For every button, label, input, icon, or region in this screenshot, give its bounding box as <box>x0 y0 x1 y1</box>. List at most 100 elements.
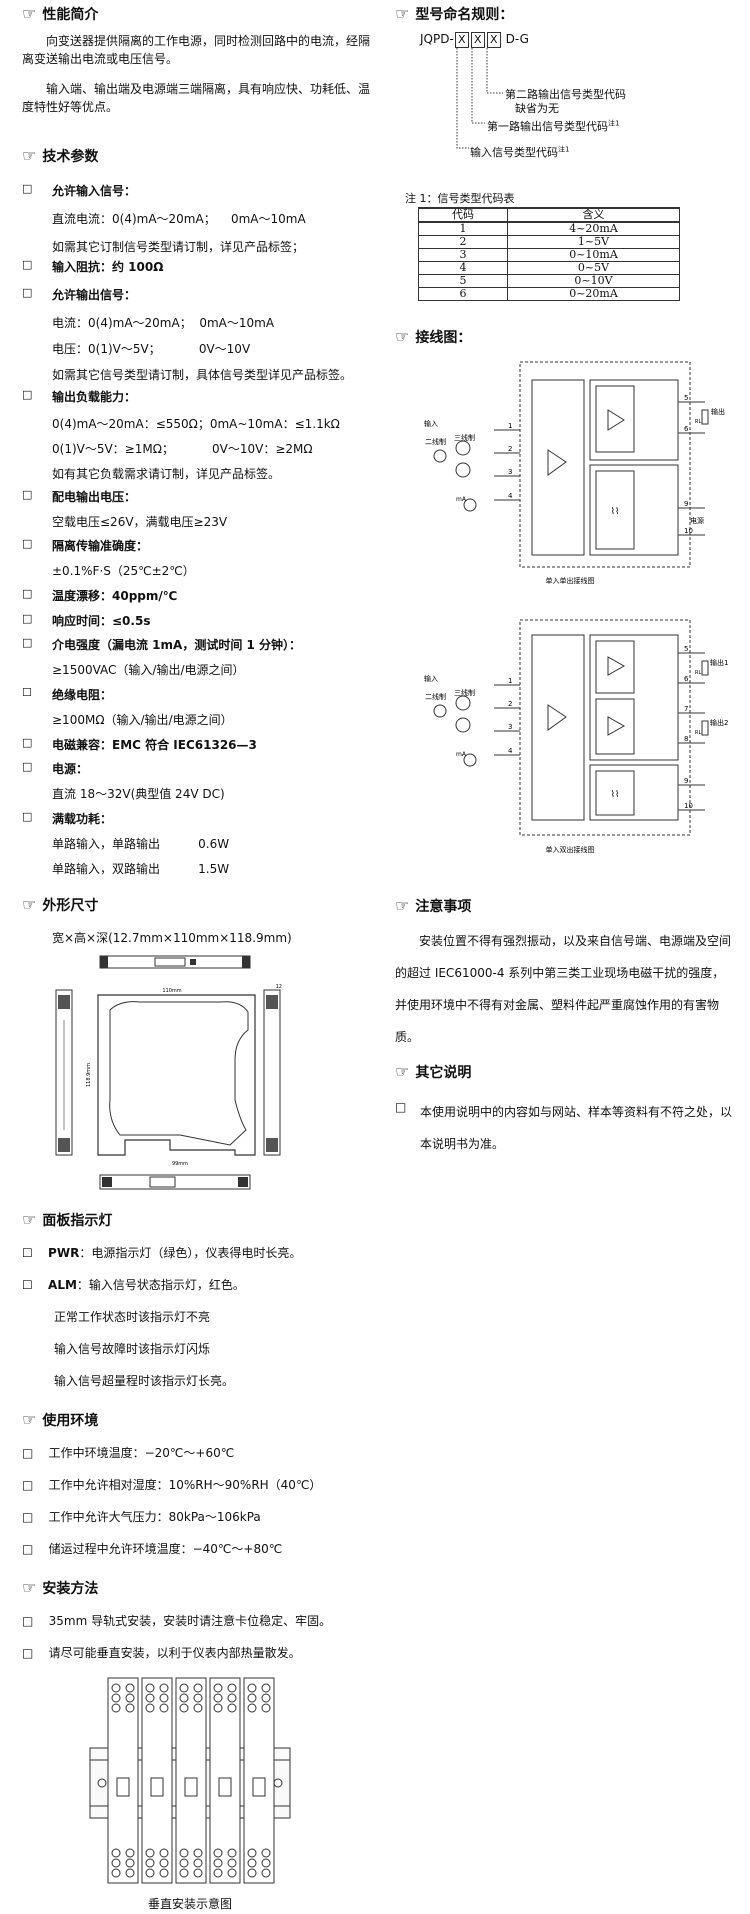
pointing-hand-icon: ☞ <box>395 896 410 915</box>
svg-text:3: 3 <box>508 468 512 476</box>
model-note-0: 输入信号类型代码注1 <box>470 145 570 159</box>
rl-label: RL <box>695 419 701 425</box>
spec-label: 输出负载能力： <box>52 390 137 404</box>
model-title: ☞ 型号命名规则： <box>395 4 514 24</box>
dimensions-text: 宽×高×深(12.7mm×110mm×118.9mm) <box>52 931 292 945</box>
svg-text:⌇⌇: ⌇⌇ <box>611 506 620 517</box>
module-body <box>175 1677 207 1884</box>
terminal-screw <box>125 1858 135 1868</box>
spec-label: 温度漂移：40ppm/℃ <box>52 589 178 603</box>
bullet-icon: □ <box>22 1510 34 1524</box>
table-cell: 4 <box>418 261 508 275</box>
terminal-screw <box>247 1848 257 1858</box>
svg-text:1: 1 <box>508 677 512 685</box>
terminal-screw <box>179 1693 189 1703</box>
input-label: 输入 <box>424 419 438 428</box>
performance-para1: 向变送器提供隔离的工作电源，同时检测回路中的电流，经隔离变送输出电流或电压信号。 <box>22 34 371 66</box>
table-cell: 3 <box>418 248 508 262</box>
dim-side-label: 12 <box>276 984 282 990</box>
terminal-screw <box>213 1683 223 1693</box>
power-label: 电源 <box>690 516 704 525</box>
terminal-screw <box>145 1848 155 1858</box>
dimensions-title: ☞ 外形尺寸 <box>22 895 99 915</box>
terminal-screw <box>261 1683 271 1693</box>
two-wire-label: 二线制 <box>425 437 446 446</box>
output1-label: 输出1 <box>710 658 728 667</box>
environment-title: ☞ 使用环境 <box>22 1410 99 1430</box>
terminal-screw <box>159 1703 169 1713</box>
terminal-screw <box>111 1693 121 1703</box>
panel-title: ☞ 面板指示灯 <box>22 1210 113 1230</box>
terminal-screw <box>125 1693 135 1703</box>
pointing-hand-icon: ☞ <box>22 1210 37 1229</box>
module-body <box>107 1677 139 1884</box>
terminal-screw <box>145 1693 155 1703</box>
terminal-screw <box>145 1703 155 1713</box>
spec-line: 单路输入，单路输出 0.6W <box>52 837 230 851</box>
install-title: ☞ 安装方法 <box>22 1578 99 1598</box>
terminal-screw <box>193 1858 203 1868</box>
other-bullet: □ <box>395 1100 406 1114</box>
performance-para2: 输入端、输出端及电源端三端隔离，具有响应快、功耗低、温度特性好等优点。 <box>22 82 371 114</box>
terminal-screw <box>159 1693 169 1703</box>
terminal-screw <box>227 1693 237 1703</box>
svg-text:2: 2 <box>508 445 512 453</box>
svg-text:10: 10 <box>684 527 693 535</box>
install-caption: 垂直安装示意图 <box>148 1897 233 1911</box>
svg-text:7: 7 <box>684 705 688 713</box>
table-cell: 0~10V <box>507 274 680 288</box>
install-item: □ 请尽可能垂直安装，以利于仪表内部热量散发。 <box>22 1646 301 1660</box>
two-wire-label: 二线制 <box>425 692 446 701</box>
spec-line: 电流：0(4)mA～20mA； 0mA～10mA <box>52 316 275 330</box>
bullet-icon: □ <box>395 1100 407 1114</box>
bullet-icon: □ <box>22 612 33 625</box>
terminal-screw <box>213 1868 223 1878</box>
alm-row: ☐ ALM：输入信号状态指示灯，红色。 <box>22 1278 245 1292</box>
terminal-screw <box>261 1693 271 1703</box>
table-cell: 5 <box>418 274 508 288</box>
svg-text:8: 8 <box>684 735 688 743</box>
table-caption: 注 1：信号类型代码表 <box>405 192 515 205</box>
terminal-screw <box>247 1683 257 1693</box>
model-note-2: 第二路输出信号类型代码 <box>505 88 626 101</box>
table-header: 含义 <box>507 207 680 223</box>
terminal-screw <box>247 1703 257 1713</box>
terminal-screw <box>111 1703 121 1713</box>
svg-text:3: 3 <box>508 723 512 731</box>
bullet-icon: □ <box>22 1542 34 1556</box>
terminal-screw <box>193 1693 203 1703</box>
spec-label: 输入阻抗：约 100Ω <box>52 260 164 274</box>
pointing-hand-icon: ☞ <box>22 895 37 914</box>
output2-label: 输出2 <box>710 718 728 727</box>
terminal-screw <box>261 1868 271 1878</box>
spec-line: 电压：0(1)V～5V； 0V～10V <box>52 342 251 356</box>
terminal-screw <box>159 1848 169 1858</box>
bullet-icon: □ <box>22 810 33 823</box>
spec-line: 空载电压≤26V，满载电压≥23V <box>52 515 228 529</box>
bullet-icon: □ <box>22 736 33 749</box>
wiring-caption-1: 单入单出接线图 <box>546 576 595 585</box>
dim-depth-label: 99mm <box>172 1161 188 1167</box>
svg-text:5: 5 <box>684 394 688 402</box>
bullet-icon: ☐ <box>22 686 32 699</box>
svg-text:9: 9 <box>684 777 688 785</box>
spec-line: 直流电流：0(4)mA～20mA； 0mA～10mA <box>52 212 306 226</box>
input-label: 输入 <box>424 674 438 683</box>
terminal-screw <box>159 1683 169 1693</box>
terminal-screw <box>247 1858 257 1868</box>
env-item: □ 工作中环境温度：−20℃～+60℃ <box>22 1446 235 1460</box>
bullet-icon: □ <box>22 1614 34 1628</box>
pointing-hand-icon: ☞ <box>395 327 410 346</box>
table-cell: 2 <box>418 235 508 249</box>
terminal-screw <box>247 1693 257 1703</box>
terminal-screw <box>111 1858 121 1868</box>
table-cell: 6 <box>418 287 508 301</box>
model-leader-lines <box>456 48 503 149</box>
svg-text:⌇⌇: ⌇⌇ <box>611 789 620 800</box>
